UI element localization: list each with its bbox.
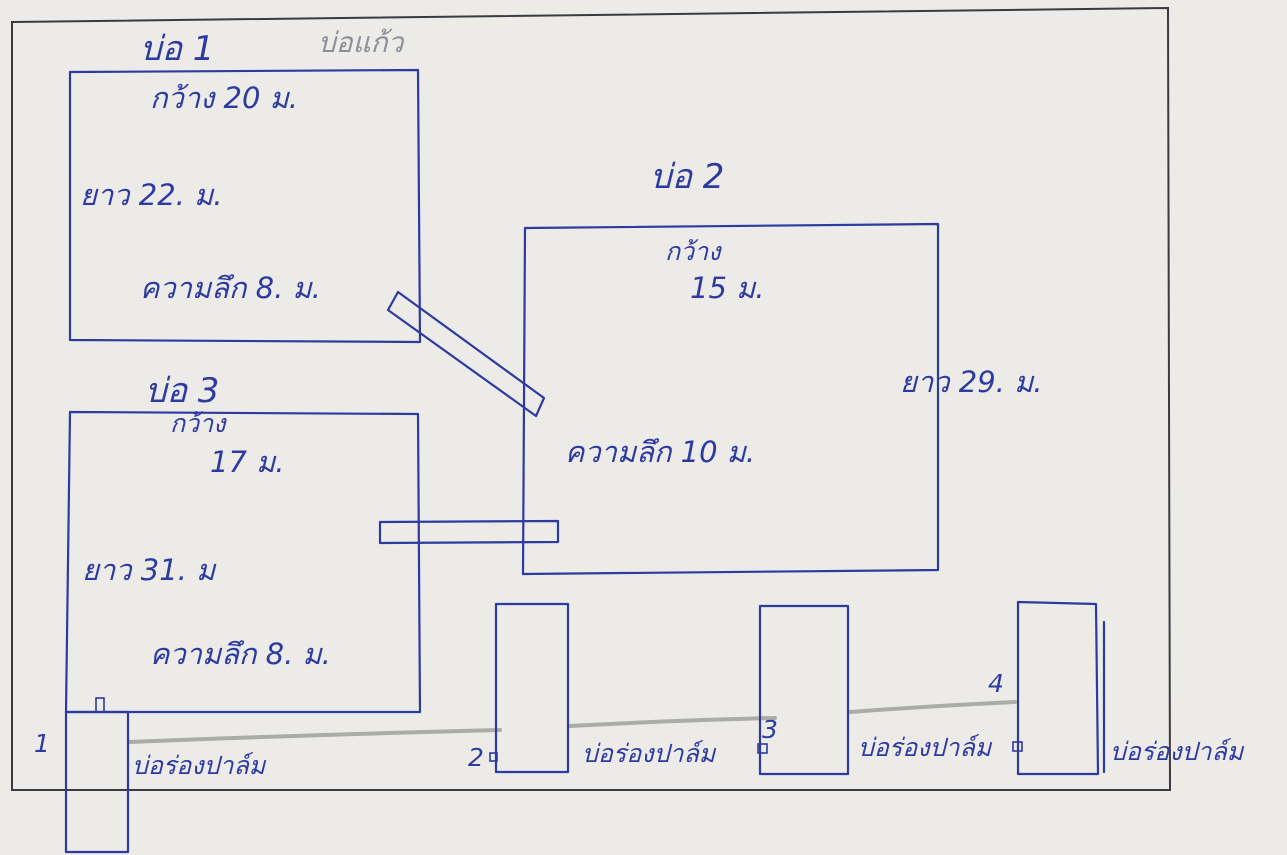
pond-3-width-label: กว้าง bbox=[170, 409, 227, 438]
pond-2-outline bbox=[521, 222, 940, 576]
pond-1-depth: ความลึก 8. ม. bbox=[140, 271, 321, 305]
sump-2-marker bbox=[489, 752, 498, 762]
sump-3-number: 3 bbox=[762, 715, 778, 744]
pond-2-width-label: กว้าง bbox=[665, 237, 722, 266]
sump-4-label: บ่อร่องปาล์ม bbox=[1110, 737, 1245, 766]
pond-2: บ่อ 2 กว้าง 15 ม. ยาว 29. ม. ความลึก 10 … bbox=[521, 157, 1042, 576]
pond-3-length: ยาว 31. ม bbox=[82, 553, 217, 587]
pond-1-name: บ่อ 1 bbox=[140, 29, 214, 69]
pond-1-outline bbox=[68, 68, 422, 344]
pipe-pond1-to-pond2 bbox=[386, 290, 546, 418]
sump-3-outline bbox=[758, 604, 850, 776]
sump-2-number: 2 bbox=[468, 743, 484, 772]
pipe-pond3-to-pond2 bbox=[378, 519, 560, 545]
sump-1-number: 1 bbox=[34, 729, 50, 758]
sump-2-outline bbox=[494, 602, 570, 774]
drainage-channel bbox=[128, 700, 1017, 744]
pond-2-depth: ความลึก 10 ม. bbox=[565, 435, 755, 469]
pond-1-annotation: บ่อแก้ว bbox=[318, 26, 406, 59]
sump-4-number: 4 bbox=[988, 669, 1004, 698]
pond-2-name: บ่อ 2 bbox=[650, 157, 724, 197]
pond-1-length: ยาว 22. ม. bbox=[80, 178, 222, 212]
sump-4-outline bbox=[1016, 600, 1106, 776]
site-boundary bbox=[11, 6, 1172, 791]
pond-2-length: ยาว 29. ม. bbox=[900, 365, 1042, 399]
pond-3-depth: ความลึก 8. ม. bbox=[150, 637, 331, 671]
sump-3-marker bbox=[757, 743, 768, 754]
pond-3-width-value: 17 ม. bbox=[210, 445, 284, 479]
sump-3-label: บ่อร่องปาล์ม bbox=[858, 733, 993, 762]
pond-2-width-value: 15 ม. bbox=[690, 271, 764, 305]
pond-3-outline bbox=[64, 410, 422, 714]
pond-1: บ่อ 1 บ่อแก้ว กว้าง 20 ม. ยาว 22. ม. ควา… bbox=[68, 26, 422, 344]
sump-2-label: บ่อร่องปาล์ม bbox=[582, 739, 717, 768]
sump-1-outline bbox=[64, 710, 130, 854]
pond-1-width: กว้าง 20 ม. bbox=[150, 81, 298, 115]
pond-3-name: บ่อ 3 bbox=[145, 371, 219, 411]
pond-3: บ่อ 3 กว้าง 17 ม. ยาว 31. ม ความลึก 8. ม… bbox=[64, 371, 422, 714]
sump-4-marker bbox=[1012, 741, 1023, 752]
sump-1-label: บ่อร่องปาล์ม bbox=[132, 751, 267, 780]
sump-1-marker bbox=[95, 697, 105, 713]
